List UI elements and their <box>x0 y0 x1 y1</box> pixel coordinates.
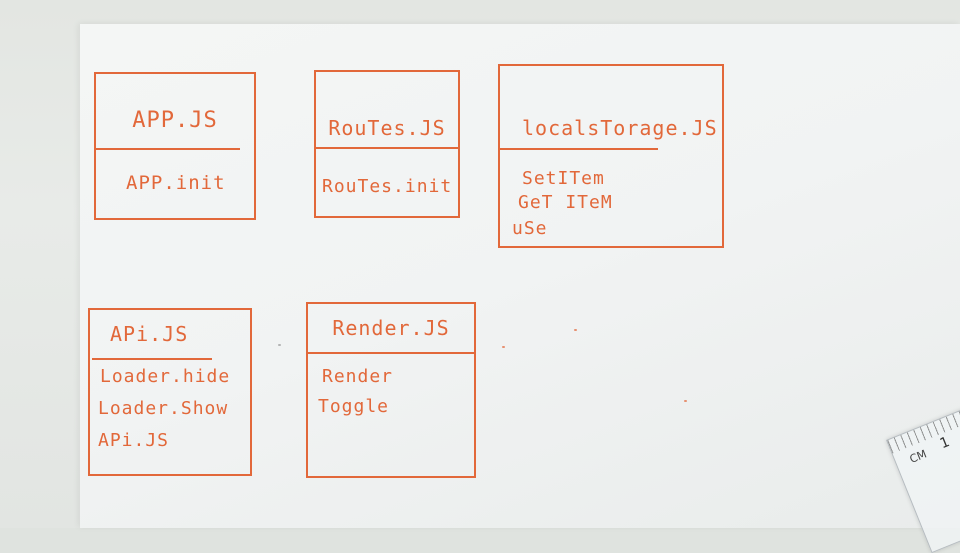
module-divider-localstorage <box>500 148 658 150</box>
module-method-localstorage-2: GeT ITeM <box>518 192 613 213</box>
module-method-api-2: Loader.Show <box>98 398 229 419</box>
module-divider-render <box>308 352 474 354</box>
whiteboard <box>80 24 960 528</box>
module-box-api: APi.JS Loader.hide Loader.Show APi.JS <box>88 308 252 476</box>
module-method-localstorage-3: uSe <box>512 218 548 239</box>
module-title-render: Render.JS <box>332 316 450 340</box>
module-method-app-1: APP.init <box>126 172 226 194</box>
ink-speck <box>502 346 505 348</box>
ruler-mark-label: 1 <box>937 434 953 453</box>
module-method-render-1: Render <box>322 366 394 387</box>
module-method-api-3: APi.JS <box>98 430 170 451</box>
module-method-api-1: Loader.hide <box>100 366 231 387</box>
module-method-render-2: Toggle <box>318 396 390 417</box>
module-box-routes: RouTes.JS RouTes.init <box>314 70 460 218</box>
ruler-unit-label: CM <box>907 447 929 466</box>
ink-speck <box>574 329 577 331</box>
module-method-localstorage-1: SetITem <box>522 168 605 189</box>
module-method-routes-1: RouTes.init <box>322 176 453 197</box>
module-title-app: APP.JS <box>132 108 218 133</box>
module-title-api: APi.JS <box>110 322 189 346</box>
module-title-localstorage: localsTorage.JS <box>522 116 718 140</box>
module-box-localstorage: localsTorage.JS SetITem GeT ITeM uSe <box>498 64 724 248</box>
module-box-render: Render.JS Render Toggle <box>306 302 476 478</box>
module-box-app: APP.JS APP.init <box>94 72 256 220</box>
module-divider-routes <box>316 147 458 149</box>
module-title-routes: RouTes.JS <box>328 116 446 140</box>
module-divider-app <box>96 148 240 150</box>
ink-speck <box>278 344 281 346</box>
ink-speck <box>684 400 687 402</box>
module-divider-api <box>92 358 212 360</box>
